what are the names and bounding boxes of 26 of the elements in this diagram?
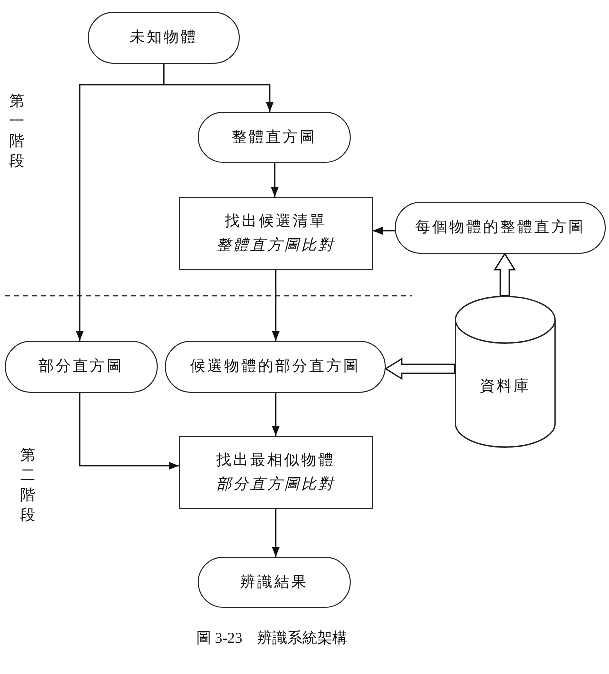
rounded-box: 部分直方圖 — [5, 341, 158, 393]
arrow — [271, 163, 279, 197]
arrow — [79, 393, 179, 470]
rounded-box: 候選物體的部分直方圖 — [165, 341, 386, 393]
arrow — [272, 393, 280, 436]
rounded-box: 每個物體的整體直方圖 — [395, 202, 606, 254]
process-box — [179, 436, 373, 509]
database-label: 資料庫 — [480, 378, 531, 396]
figure-caption: 圖 3-23 辨識系統架構 — [195, 630, 349, 648]
box-subtext: 整體直方圖比對 — [216, 236, 336, 254]
arrow — [272, 270, 280, 341]
stage-label: 第二階段 — [20, 447, 36, 526]
database-cylinder — [455, 296, 556, 448]
box-subtext: 部分直方圖比對 — [216, 476, 336, 494]
arrow — [373, 227, 395, 235]
process-box — [179, 197, 373, 270]
box-heading: 找出最相似物體 — [216, 452, 336, 470]
stage-label: 第一階段 — [9, 93, 25, 172]
block-arrow — [384, 358, 456, 380]
rounded-box: 辨識結果 — [198, 557, 351, 608]
rounded-box: 整體直方圖 — [198, 112, 351, 163]
arrow — [272, 509, 280, 557]
rounded-box: 未知物體 — [88, 12, 240, 64]
block-arrow — [494, 252, 516, 297]
box-heading: 找出候選清單 — [225, 212, 327, 230]
arrow — [76, 64, 165, 341]
